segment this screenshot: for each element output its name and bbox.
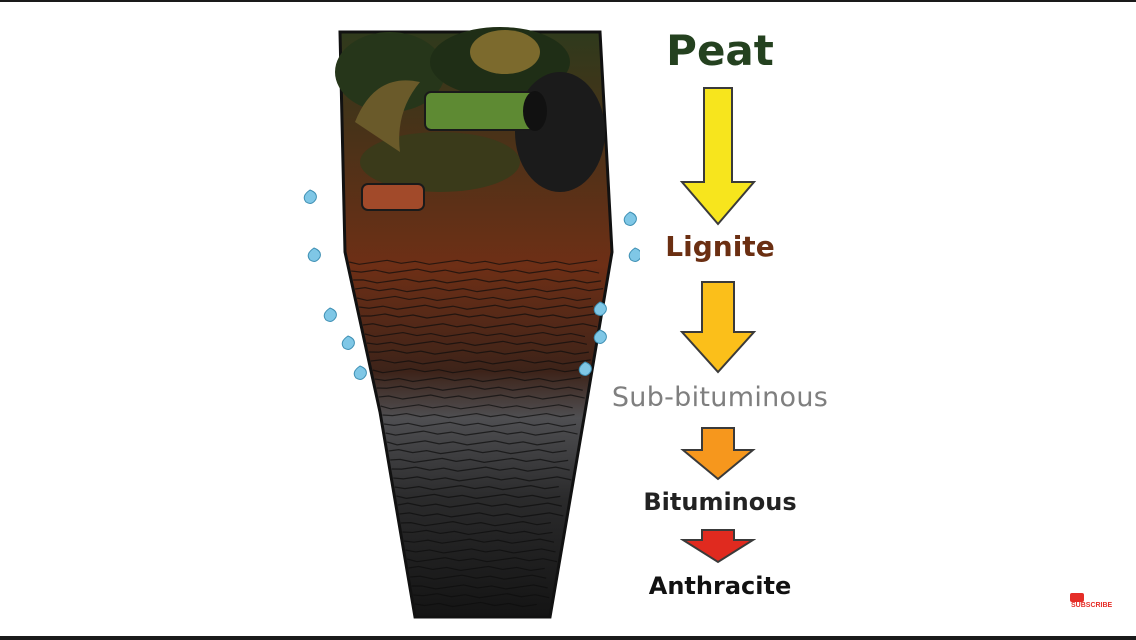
stratum-line [414,601,537,608]
stage-label-anthracite: Anthracite [648,572,792,600]
small-log-icon [361,183,425,211]
stratum-line [408,565,545,572]
arrow-shape [680,529,756,564]
arrow-down-icon-bituminous-to-anthracite [680,529,756,564]
water-droplet-icon [323,307,337,322]
arrow-shape [680,427,756,481]
arrow-down-icon-peat-to-lignite [679,87,757,226]
stratum-line [378,394,585,400]
subscribe-watermark[interactable]: SUBSCRIBE [1070,592,1118,612]
water-droplet-icon [593,329,607,344]
stratum-line [358,304,594,310]
stratum-line [394,485,559,491]
coal-formation-column-illustration [303,27,640,619]
water-droplet-icon [353,365,367,380]
fallen-log-icon [424,91,547,131]
stratum-line [396,493,561,500]
stratum-line [361,313,596,319]
stratum-line [355,287,604,293]
stratum-line [410,574,547,580]
stratum-line [385,430,578,436]
stratum-line [368,349,589,355]
water-droplet-icon [628,247,640,262]
arrow-down-icon-lignite-to-sub-bituminous [679,281,757,374]
stratum-line [372,368,579,374]
stratum-line [364,331,586,338]
stratum-line [386,440,566,446]
water-droplet-icon [578,361,592,376]
stratum-line [383,421,577,427]
stratum-line [406,557,558,563]
stratum-line [390,457,569,463]
stratum-line [411,584,548,590]
subscribe-text: SUBSCRIBE [1071,602,1113,609]
stratum-line [382,412,575,419]
subscribe-logo-icon [1070,593,1084,602]
stage-label-sub-bituminous: Sub-bituminous [611,382,829,413]
stage-label-lignite: Lignite [665,230,775,263]
stratum-line [376,385,583,391]
stratum-line [397,502,563,508]
stratum-line [403,538,555,544]
stratum-line [353,278,602,284]
stratum-line [391,466,570,472]
stratum-line [362,323,598,329]
arrow-down-icon-sub-bituminous-to-bituminous [680,427,756,481]
stage-label-peat: Peat [666,26,774,75]
arrow-shape [679,87,757,226]
stratum-line [400,521,552,527]
arrow-shape [679,281,757,374]
stratum-line [356,295,592,302]
stratum-line [388,449,567,455]
stratum-line [413,593,550,599]
stratum-line [366,340,588,346]
stratum-line [349,259,598,265]
stratum-line [393,476,572,482]
water-droplet-icon [623,211,637,226]
water-droplet-icon [341,335,355,350]
water-droplet-icon [303,189,317,204]
stratum-line [402,529,553,536]
stratum-line [370,359,591,365]
stratum-line [374,376,581,383]
stratum-line [380,404,573,410]
stratum-line [399,512,564,518]
surface-vegetation [335,27,605,192]
stratum-line [405,548,556,554]
stratum-line [351,268,600,274]
water-droplet-icon [593,301,607,316]
water-droplets [303,189,640,380]
stage-label-bituminous: Bituminous [643,488,797,516]
water-droplet-icon [307,247,321,262]
